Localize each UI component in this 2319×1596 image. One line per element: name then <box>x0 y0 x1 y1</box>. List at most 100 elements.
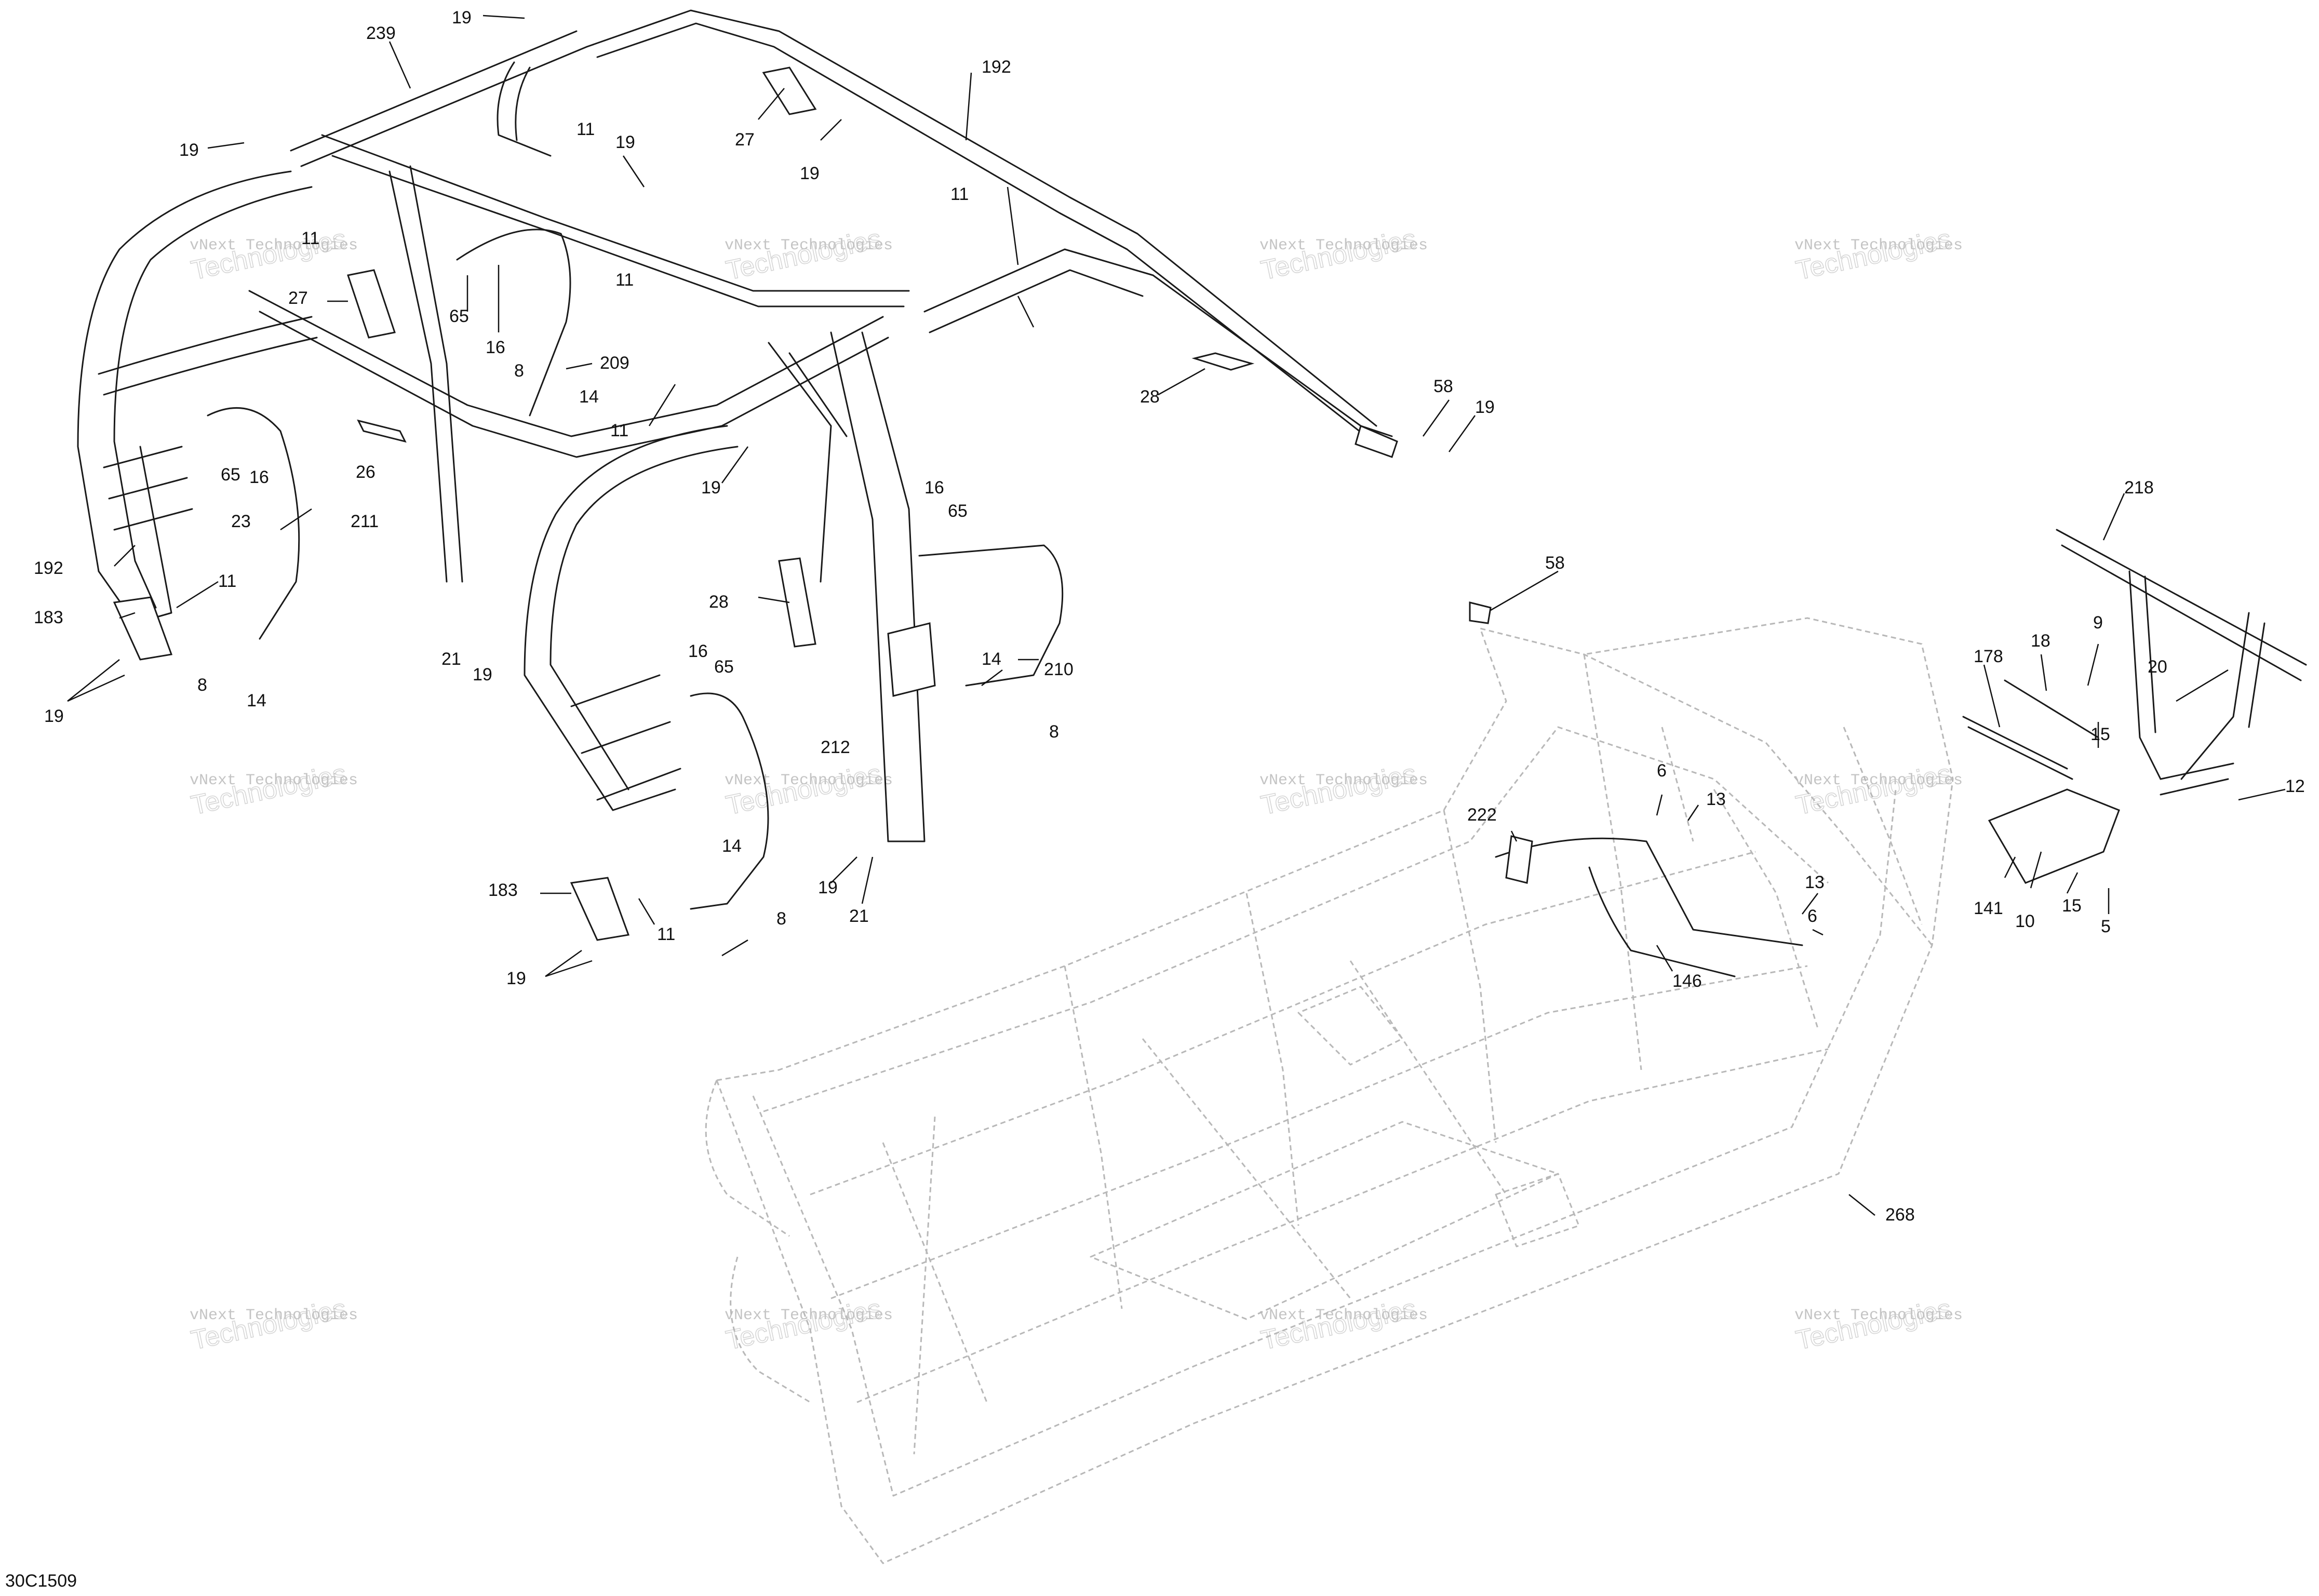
bar-212 <box>690 692 769 910</box>
rear-rail-end-58 <box>1355 424 1398 458</box>
callout-5: 5 <box>2101 917 2111 936</box>
callout-19: 19 <box>615 132 635 152</box>
front-hoop-outer <box>77 170 313 572</box>
leader-line <box>2066 872 2079 894</box>
callout-146: 146 <box>1672 971 1702 991</box>
mid-cross <box>248 290 889 458</box>
callout-14: 14 <box>722 836 742 856</box>
leader-line <box>1007 186 1019 265</box>
callout-58: 58 <box>1545 553 1565 573</box>
leader-line <box>114 545 136 567</box>
callout-210: 210 <box>1044 660 1074 679</box>
watermark-text: Technologies <box>723 224 884 286</box>
watermark-text: Technologies <box>1793 1294 1954 1356</box>
callout-65: 65 <box>948 501 968 521</box>
callout-9: 9 <box>2093 613 2103 633</box>
callout-19: 19 <box>44 706 64 726</box>
leader-line <box>965 72 972 141</box>
watermark-text: Technologies <box>189 1294 349 1356</box>
subframe-cross <box>2160 762 2234 796</box>
callout-183: 183 <box>488 880 518 900</box>
leader-line <box>2176 669 2229 702</box>
watermark-block: Technologies vNext Technologies <box>1258 223 1428 286</box>
callout-11: 11 <box>577 119 595 139</box>
leader-line <box>1422 399 1450 437</box>
callout-212: 212 <box>821 737 850 757</box>
frame-upright-3 <box>1443 810 1497 1143</box>
frame-upright-4 <box>1583 654 1642 1070</box>
callout-19: 19 <box>1475 397 1495 417</box>
leader-line <box>981 669 1003 686</box>
bar-209 <box>456 229 571 417</box>
leader-lines <box>67 15 2286 1216</box>
leader-line <box>1687 804 1699 821</box>
frame-cross-2 <box>830 965 1808 1299</box>
watermark-block: Technologies vNext Technologies <box>188 223 358 286</box>
b-pillar-brace <box>768 342 848 583</box>
callout-183: 183 <box>34 608 63 627</box>
callout-11: 11 <box>950 184 969 204</box>
leader-line <box>1448 415 1476 452</box>
watermark-text: vNext Technologies <box>190 772 358 789</box>
leader-line <box>545 949 582 977</box>
frame-front-loop <box>705 1080 811 1403</box>
callout-19: 19 <box>179 140 199 160</box>
callout-268: 268 <box>1885 1205 1915 1225</box>
watermark-text: vNext Technologies <box>1259 1307 1428 1324</box>
frame-upper-rail <box>716 627 1933 1081</box>
leader-line <box>1656 794 1663 816</box>
roof-bar-239 <box>497 61 552 157</box>
frame-floor-plate <box>1090 1121 1559 1320</box>
leader-line <box>2030 851 2042 889</box>
guard-27-lower <box>347 269 396 339</box>
roof-rail-left <box>290 30 588 167</box>
frame-cross-3 <box>856 1048 1829 1403</box>
watermark-text: Technologies <box>189 224 349 286</box>
leader-line <box>1848 1194 1875 1216</box>
callout-8: 8 <box>197 675 207 695</box>
callout-239: 239 <box>366 23 396 43</box>
leader-line <box>119 612 136 619</box>
callout-26: 26 <box>356 462 376 482</box>
callout-20: 20 <box>2148 657 2167 677</box>
watermark-block: Technologies vNext Technologies <box>1793 1293 1963 1356</box>
callout-16: 16 <box>486 338 505 357</box>
callout-27: 27 <box>735 130 755 150</box>
callout-209: 209 <box>600 353 629 373</box>
callout-211: 211 <box>351 512 379 531</box>
frame-upright-2 <box>1245 893 1299 1226</box>
leader-line <box>1510 830 1518 842</box>
watermark-text: Technologies <box>723 1294 884 1356</box>
front-hoop-cross <box>98 316 318 396</box>
watermark-text: Technologies <box>1258 224 1419 286</box>
callout-65: 65 <box>449 306 469 326</box>
strap-178 <box>1962 716 2073 780</box>
callout-19: 19 <box>701 478 721 498</box>
watermark-block: Technologies vNext Technologies <box>1793 223 1963 286</box>
callout-192: 192 <box>982 57 1011 77</box>
callout-11: 11 <box>610 421 628 440</box>
leader-line <box>280 508 312 531</box>
frame-upper-rail-2 <box>763 726 1829 1112</box>
callout-8: 8 <box>514 361 524 381</box>
callout-141: 141 <box>1974 898 2003 918</box>
leader-line <box>67 659 120 702</box>
subframe-218 <box>1469 529 2307 977</box>
leader-line <box>2087 643 2099 686</box>
rod-18 <box>2004 679 2099 739</box>
callout-65: 65 <box>221 465 240 485</box>
bracket-183-lower <box>570 877 630 941</box>
watermark-block: Technologies vNext Technologies <box>188 758 358 821</box>
callout-16: 16 <box>688 641 708 661</box>
leader-line <box>1017 296 1035 328</box>
leader-line <box>861 856 874 904</box>
leader-line <box>758 88 785 120</box>
guard-27-upper <box>762 66 817 115</box>
bracket-141 <box>1988 788 2120 884</box>
callout-11: 11 <box>657 924 675 944</box>
frame-cross-1 <box>810 851 1756 1196</box>
callout-192: 192 <box>34 558 63 578</box>
watermark-text: vNext Technologies <box>725 237 893 254</box>
watermark-text: vNext Technologies <box>1259 237 1428 254</box>
leader-line <box>648 384 676 426</box>
